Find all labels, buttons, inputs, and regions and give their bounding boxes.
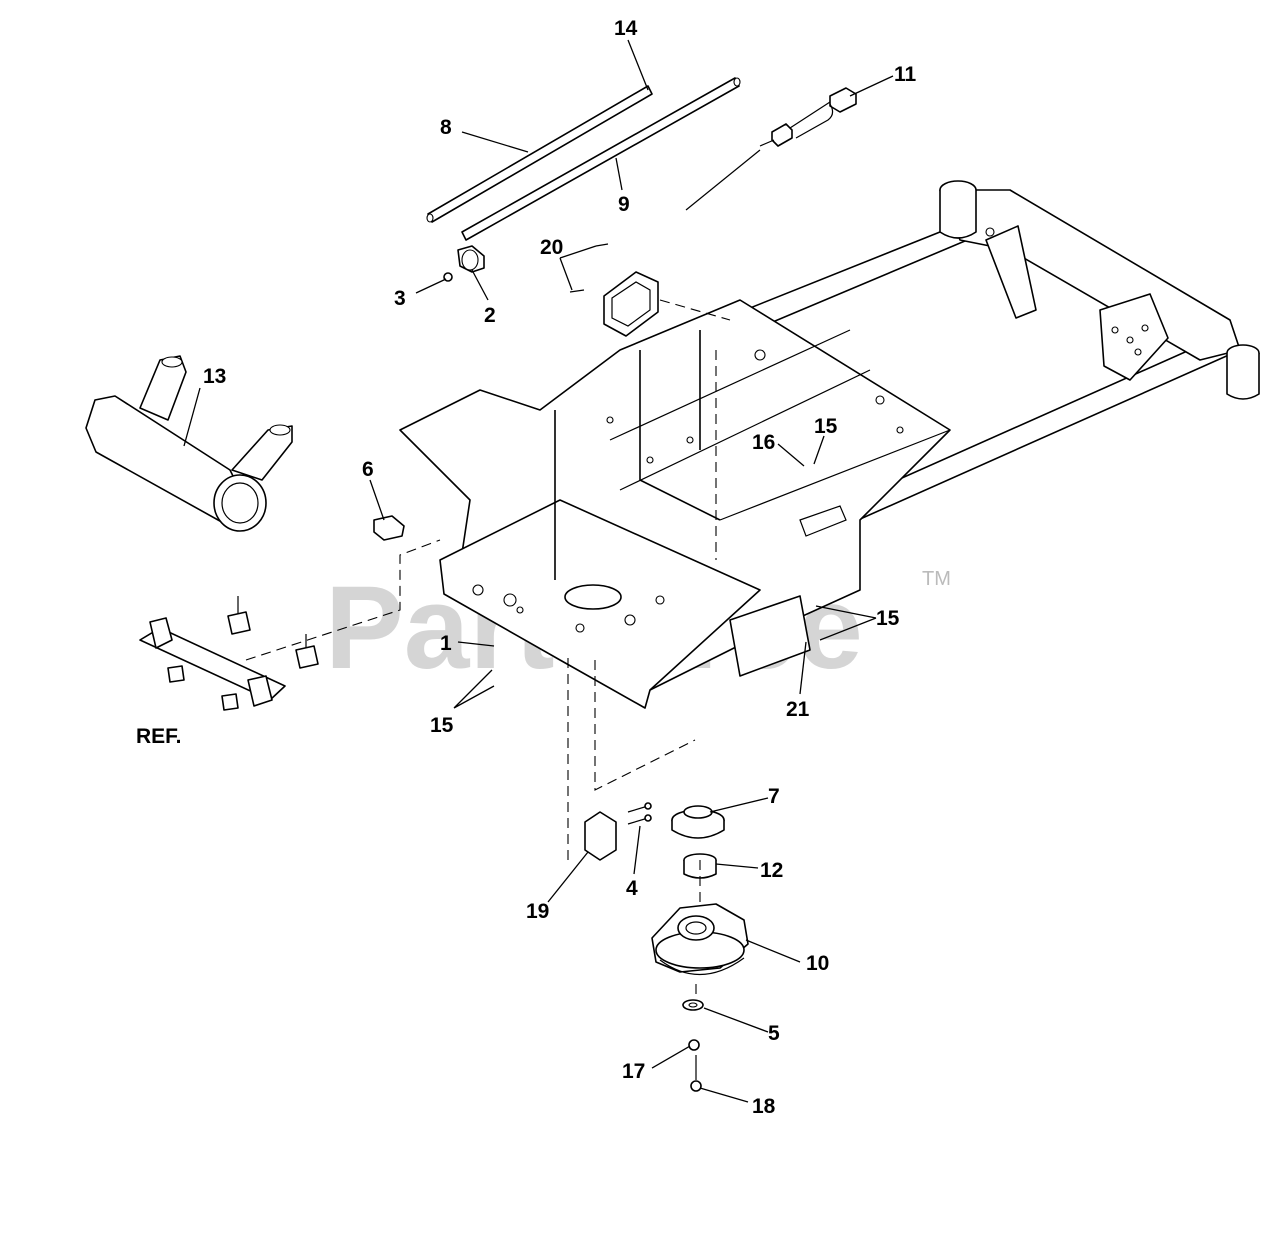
- callout-15-left: 15: [430, 714, 454, 737]
- callout-12: 12: [760, 859, 783, 882]
- part-18-bolt[interactable]: [690, 1055, 702, 1092]
- part-17-nut[interactable]: [688, 1039, 700, 1051]
- callout-10: 10: [806, 952, 829, 975]
- callout-7: 7: [768, 785, 780, 808]
- callout-5: 5: [768, 1022, 780, 1045]
- callout-15-right: 15: [876, 607, 900, 630]
- callout-13: 13: [203, 365, 226, 388]
- callout-15-top: 15: [814, 415, 838, 438]
- part-13-muffler[interactable]: [85, 355, 293, 532]
- rod-9[interactable]: [461, 77, 741, 241]
- callout-21: 21: [786, 698, 810, 721]
- callout-3: 3: [394, 287, 406, 310]
- part-5-washer[interactable]: [682, 999, 704, 1011]
- part-2-pivot[interactable]: [457, 245, 485, 273]
- leader-lines: [183, 39, 894, 1103]
- callout-14: 14: [614, 17, 638, 40]
- callout-labels: 14 8 9 11 20 3 2 13 6 16 15 1 15 15 21 R…: [136, 17, 917, 1118]
- watermark-trademark: TM: [922, 568, 951, 590]
- part-10-pto-clutch[interactable]: [651, 903, 749, 976]
- part-7-pulley[interactable]: [671, 805, 725, 839]
- rod-8[interactable]: [426, 85, 653, 223]
- part-4-bolts[interactable]: [627, 802, 652, 825]
- callout-19: 19: [526, 900, 549, 923]
- callout-8: 8: [440, 116, 452, 139]
- callout-ref: REF.: [136, 725, 182, 748]
- part-6-fitting[interactable]: [373, 515, 405, 541]
- callout-2: 2: [484, 304, 496, 327]
- callout-20: 20: [540, 236, 563, 259]
- callout-17: 17: [622, 1060, 645, 1083]
- callout-1: 1: [440, 632, 452, 655]
- part-20-control-module[interactable]: [569, 243, 659, 337]
- callout-16: 16: [752, 431, 775, 454]
- ref-engine-mount-assembly[interactable]: [139, 596, 319, 711]
- assembly-lines: [245, 299, 731, 1000]
- callout-9: 9: [618, 193, 630, 216]
- callout-11: 11: [894, 63, 917, 86]
- callout-6: 6: [362, 458, 374, 481]
- callout-4: 4: [626, 877, 638, 900]
- main-frame[interactable]: [399, 180, 1260, 709]
- callout-18: 18: [752, 1095, 776, 1118]
- part-11-wire-harness[interactable]: [685, 87, 857, 211]
- part-19-bracket[interactable]: [584, 811, 617, 861]
